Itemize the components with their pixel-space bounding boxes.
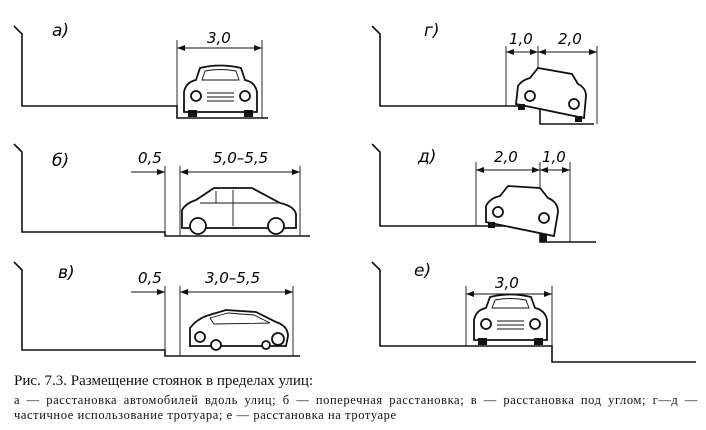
building-wall [13, 143, 310, 237]
dimension-label: 0,5 [138, 149, 162, 167]
dimension-label: 2,0 [558, 30, 582, 48]
dimension-label: 1,0 [509, 30, 533, 48]
car-angled-view [189, 309, 289, 351]
building-wall [371, 143, 596, 243]
building-wall [13, 261, 300, 357]
panel-b: б) 0,5 5,0–5,5 [13, 143, 310, 237]
panel-a: а) 3,0 [13, 21, 268, 119]
dimension-label: 2,0 [494, 148, 518, 166]
dimension-label: 3,0–5,5 [205, 269, 260, 287]
dimension-label: 3,0 [495, 274, 519, 292]
car-side-view [181, 187, 297, 235]
car-front-view [183, 64, 258, 117]
dimension-label: 5,0–5,5 [213, 149, 268, 167]
car-front-view [473, 293, 548, 345]
dimension-label: 1,0 [542, 148, 566, 166]
building-wall [13, 25, 268, 119]
building-wall [371, 25, 594, 125]
dimension-label: 3,0 [207, 29, 231, 47]
panel-g: г) 1,0 2,0 [371, 21, 598, 125]
panel-letter-v: в) [58, 263, 75, 283]
panel-v: в) 0,5 3,0–5,5 [13, 261, 300, 357]
dimension-label: 0,5 [138, 269, 162, 287]
panel-letter-a: а) [52, 21, 69, 41]
caption-body: а — расстановка автомобилей вдоль улиц; … [14, 393, 698, 422]
car-tilted-view [515, 67, 587, 122]
caption-title: Рис. 7.3. Размещение стоянок в пределах … [14, 373, 314, 389]
panel-letter-e: е) [414, 261, 431, 281]
panel-letter-d: д) [417, 147, 436, 167]
panel-d: д) 2,0 1,0 [371, 143, 596, 243]
panel-e: е) 3,0 [371, 261, 696, 363]
parking-layout-diagram: а) 3,0 б) 0,5 5,0–5,5 [13, 21, 696, 363]
panel-letter-b: б) [52, 151, 69, 171]
figure-caption: Рис. 7.3. Размещение стоянок в пределах … [14, 373, 698, 423]
panel-letter-g: г) [424, 21, 440, 41]
car-tilted-view [485, 185, 559, 242]
